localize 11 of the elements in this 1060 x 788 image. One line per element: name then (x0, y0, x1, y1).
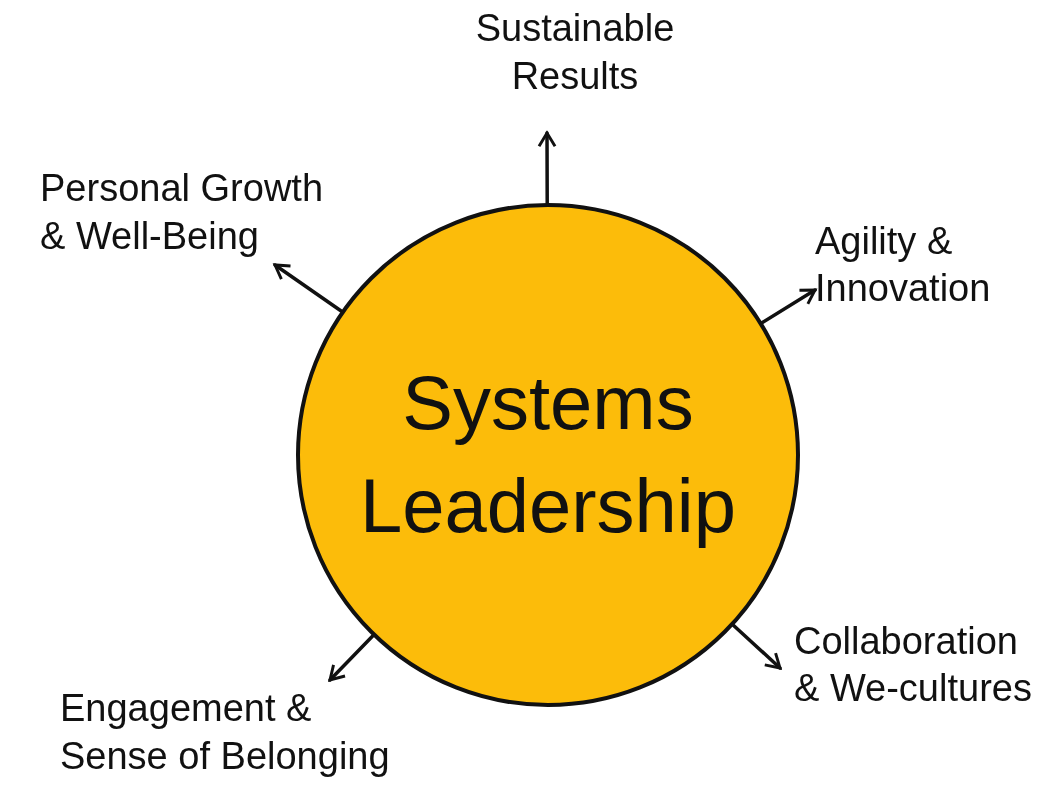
node-label: Systems Leadership (358, 359, 738, 550)
outcome-label: Personal Growth & Well-Being (40, 166, 324, 259)
outcome-label: Agility & Innovation (815, 218, 992, 311)
outcome-label: Sustainable Results (474, 6, 676, 99)
arrow (760, 288, 817, 325)
outcome-label: Collaboration & We-cultures (794, 618, 1033, 711)
arrow (537, 131, 557, 205)
arrow (273, 263, 343, 313)
outcome-label: Engagement & Sense of Belonging (60, 686, 391, 779)
arrow (328, 634, 375, 682)
arrow (731, 623, 782, 670)
